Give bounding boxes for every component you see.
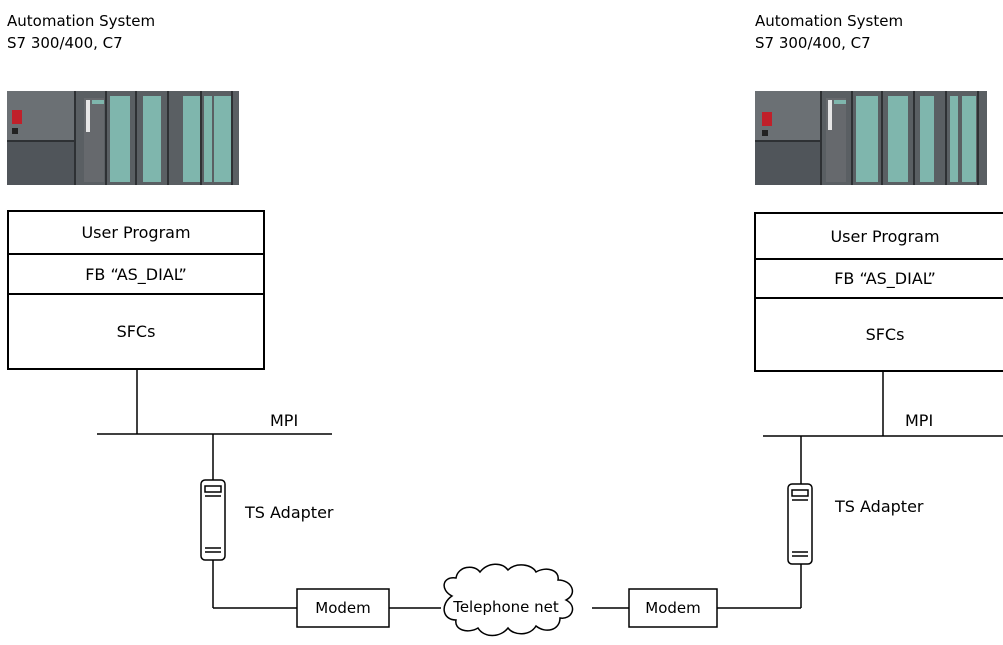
system-title-left-line2: S7 300/400, C7 xyxy=(7,34,123,52)
ts-adapter-left-icon xyxy=(200,479,226,561)
system-title-right-line1: Automation System xyxy=(755,12,904,30)
mpi-label-right: MPI xyxy=(905,411,934,430)
modem-right-box xyxy=(628,588,718,628)
plc-left-icon xyxy=(7,91,239,185)
ts-adapter-label-left: TS Adapter xyxy=(245,503,334,522)
stack-left-user-program: User Program xyxy=(9,212,263,255)
mpi-label-left: MPI xyxy=(270,411,299,430)
system-title-right-line2: S7 300/400, C7 xyxy=(755,34,871,52)
telephone-cloud-icon xyxy=(443,563,574,637)
stack-right-sfcs: SFCs xyxy=(865,325,905,344)
modem-right-label: Modem xyxy=(645,599,701,617)
stack-right-user-program: User Program xyxy=(756,214,1003,260)
ts-adapter-right-icon xyxy=(787,483,813,565)
stack-left-fb-as-dial: FB “AS_DIAL” xyxy=(9,255,263,295)
stack-right-fb-as-dial: FB “AS_DIAL” xyxy=(756,260,1003,299)
right-wiring xyxy=(592,372,1003,609)
system-title-left: Automation System S7 300/400, C7 xyxy=(7,10,155,54)
modem-left-label: Modem xyxy=(315,599,371,617)
left-wiring xyxy=(97,369,441,609)
software-stack-right: User Program FB “AS_DIAL” SFCs xyxy=(754,212,1003,372)
stack-left-sfcs: SFCs xyxy=(116,322,156,341)
modem-left-box xyxy=(296,588,390,628)
system-title-right: Automation System S7 300/400, C7 xyxy=(755,10,903,54)
software-stack-left: User Program FB “AS_DIAL” SFCs xyxy=(7,210,265,370)
ts-adapter-label-right: TS Adapter xyxy=(835,497,924,516)
telephone-net-label: Telephone net xyxy=(453,598,559,616)
plc-right-icon xyxy=(755,91,987,185)
system-title-left-line1: Automation System xyxy=(7,12,156,30)
